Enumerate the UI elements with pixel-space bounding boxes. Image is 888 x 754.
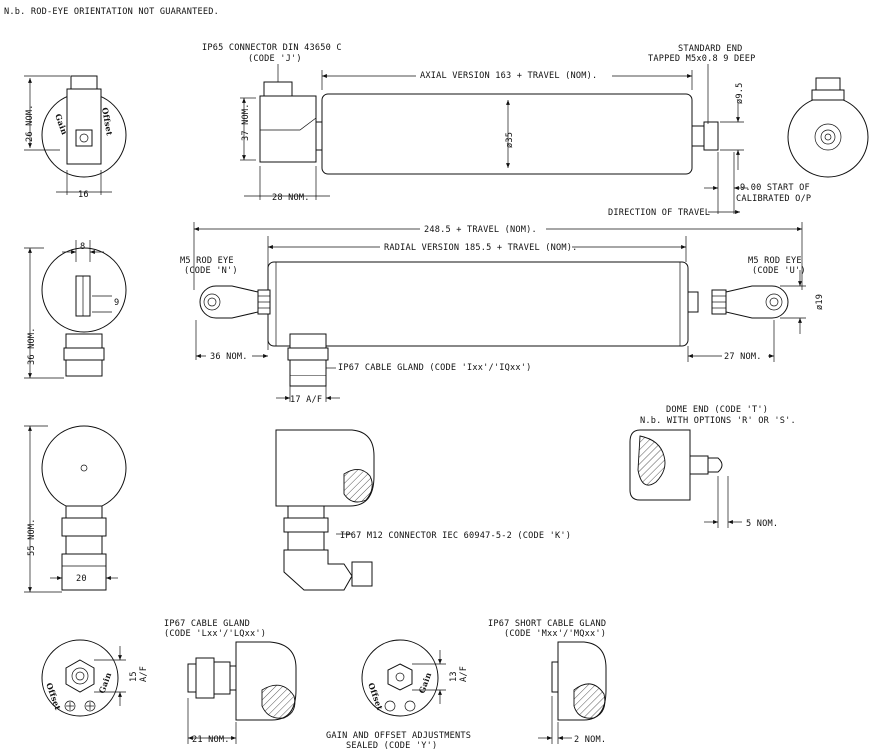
dia-35: ø35 (505, 132, 515, 148)
m12-title: IP67 M12 CONNECTOR IEC 60947-5-2 (CODE '… (340, 531, 571, 541)
end-view-rod (787, 77, 869, 178)
rod-eye-right-1: M5 ROD EYE (748, 256, 802, 266)
axial-version-view: IP65 CONNECTOR DIN 43650 C (CODE 'J') AX… (202, 43, 811, 218)
dim-2-nom: 2 NOM. (574, 735, 606, 745)
dim-36-nom-h: 36 NOM. (210, 352, 248, 362)
end-view-cable-gland: 8 9 36 NOM. (24, 240, 127, 379)
dim-13: 13 (449, 671, 459, 682)
dome-end-title: DOME END (CODE 'T') (666, 405, 768, 415)
end-view-gland-l: IP67 CABLE GLAND (CODE 'Lxx'/'LQxx') Off… (41, 619, 266, 717)
rod-eye-left-1: M5 ROD EYE (180, 256, 234, 266)
gland-l-title: IP67 CABLE GLAND (164, 619, 250, 629)
cable-gland-title: IP67 CABLE GLAND (CODE 'Ixx'/'IQxx') (338, 363, 531, 373)
end-view-sealed: Offset Gain 13 A/F GAIN AND OFFSET ADJUS… (326, 639, 471, 751)
start-calibrated-1: 9.00 START OF (740, 183, 810, 193)
rod-eye-right-2: (CODE 'U') (752, 266, 806, 276)
side-view-short-gland: IP67 SHORT CABLE GLAND (CODE 'Mxx'/'MQxx… (488, 619, 607, 745)
side-view-gland-l: 21 NOM. (187, 641, 297, 745)
orientation-note: N.b. ROD-EYE ORIENTATION NOT GUARANTEED. (4, 7, 219, 17)
af-15: A/F (139, 666, 149, 682)
dim-21-nom: 21 NOM. (192, 735, 230, 745)
direction-of-travel: DIRECTION OF TRAVEL (608, 208, 710, 218)
dim-55-nom: 55 NOM. (27, 518, 37, 556)
din-connector-title: IP65 CONNECTOR DIN 43650 C (202, 43, 342, 53)
dim-8: 8 (80, 242, 85, 252)
dome-end-note: N.b. WITH OPTIONS 'R' OR 'S'. (640, 416, 796, 426)
standard-end-title: STANDARD END (678, 44, 743, 54)
dim-5-nom: 5 NOM. (746, 519, 778, 529)
dim-36-nom-v: 36 NOM. (27, 327, 37, 365)
short-gland-title: IP67 SHORT CABLE GLAND (488, 619, 606, 629)
dim-9: 9 (114, 298, 119, 308)
svg-text:Offset: Offset (100, 107, 115, 137)
dim-28-nom: 28 NOM. (272, 193, 310, 203)
dim-16: 16 (78, 190, 89, 200)
radial-version-view: RADIAL VERSION 185.5 + TRAVEL (NOM). 248… (180, 222, 825, 405)
dim-17-af: 17 A/F (290, 395, 322, 405)
adjust-code: SEALED (CODE 'Y') (346, 741, 437, 751)
dim-27-nom: 27 NOM. (724, 352, 762, 362)
dim-26-nom: 26 NOM. (25, 104, 35, 142)
side-view-m12: IP67 M12 CONNECTOR IEC 60947-5-2 (CODE '… (275, 429, 571, 591)
dia-19: ø19 (815, 294, 825, 310)
dim-37-nom: 37 NOM. (241, 103, 251, 141)
rod-eye-left-2: (CODE 'N') (184, 266, 238, 276)
gland-l-code: (CODE 'Lxx'/'LQxx') (164, 629, 266, 639)
start-calibrated-2: CALIBRATED O/P (736, 194, 811, 204)
dia-9-5: ø9.5 (735, 83, 745, 105)
short-gland-code: (CODE 'Mxx'/'MQxx') (504, 629, 606, 639)
end-view-m12: 55 NOM. 20 (24, 425, 127, 593)
radial-dim: RADIAL VERSION 185.5 + TRAVEL (NOM). (384, 243, 577, 253)
adjust-title: GAIN AND OFFSET ADJUSTMENTS (326, 731, 471, 741)
dome-end-view: DOME END (CODE 'T') N.b. WITH OPTIONS 'R… (629, 405, 796, 529)
dim-15: 15 (129, 671, 139, 682)
end-view-din-connector: Gain Offset 26 NOM. 16 (24, 75, 127, 200)
din-connector-code: (CODE 'J') (248, 54, 302, 64)
standard-end-spec: TAPPED M5x0.8 9 DEEP (648, 54, 755, 64)
axial-dim: AXIAL VERSION 163 + TRAVEL (NOM). (420, 71, 597, 81)
overall-dim: 248.5 + TRAVEL (NOM). (424, 225, 537, 235)
af-13: A/F (459, 666, 469, 682)
dim-20: 20 (76, 574, 87, 584)
